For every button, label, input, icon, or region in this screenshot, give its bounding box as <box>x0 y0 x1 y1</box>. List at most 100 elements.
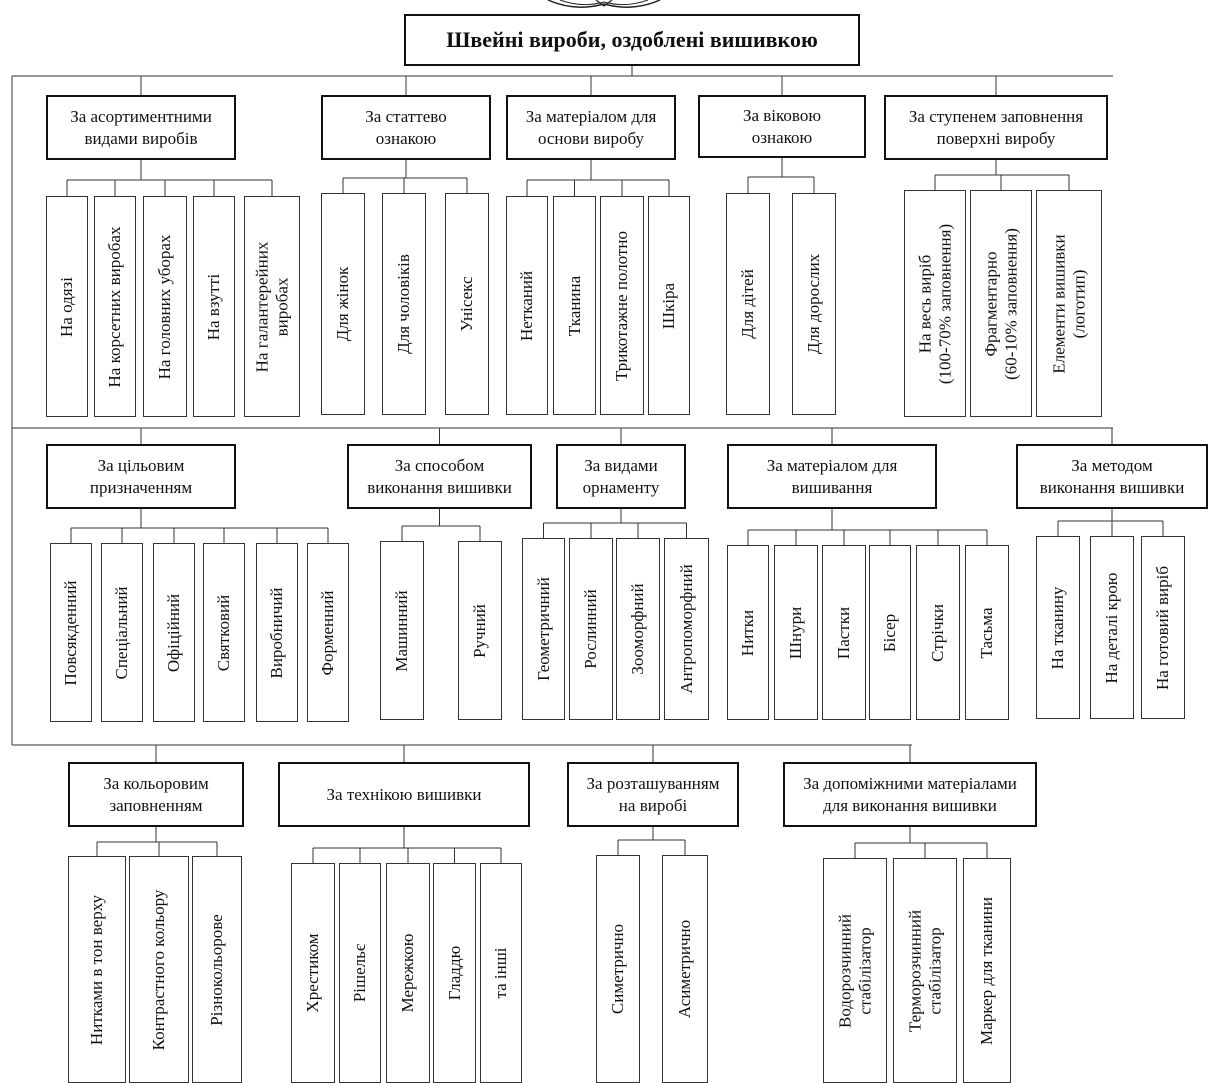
leaf-label: Тасьма <box>977 607 997 658</box>
leaf-box: Унісекс <box>445 193 489 415</box>
leaf-label-line: Бісер <box>880 613 900 652</box>
leaf-box: Для дорослих <box>792 193 836 415</box>
leaf-label-line: Повсякденний <box>61 580 81 685</box>
leaf-box: Нитки <box>727 545 769 720</box>
leaf-box: Фрагментарно(60-10% заповнення) <box>970 190 1032 417</box>
leaf-box: На тканину <box>1036 536 1080 719</box>
leaf-label-line: Асиметрично <box>675 919 695 1019</box>
leaf-label: Повсякденний <box>61 580 81 685</box>
leaf-box: Бісер <box>869 545 911 720</box>
leaf-box: Нетканий <box>506 196 548 415</box>
category-title-line: ознакою <box>751 127 813 147</box>
leaf-label-line: стабілізатор <box>925 926 944 1015</box>
leaf-label: Трикотажне полотно <box>612 231 632 381</box>
leaf-label: Контрастного кольору <box>149 889 169 1050</box>
leaf-label: Нитками в тон верху <box>87 894 107 1044</box>
leaf-box: Для жінок <box>321 193 365 415</box>
leaf-label-line: Хрестиком <box>303 933 323 1013</box>
category-title-line: виконання вишивки <box>1039 477 1185 497</box>
leaf-label: Спеціальний <box>112 586 132 679</box>
leaf-label-line: Нетканий <box>517 270 537 341</box>
leaf-label: Маркер для тканини <box>977 897 997 1045</box>
leaf-label-line: стабілізатор <box>855 926 874 1015</box>
leaf-box: Трикотажне полотно <box>600 196 644 415</box>
category-title-line: поверхні виробу <box>936 128 1056 148</box>
category-title-line: За методом <box>1071 456 1153 476</box>
leaf-box: Тканина <box>553 196 596 415</box>
leaf-label-line: Для дітей <box>738 269 758 339</box>
leaf-label: Для дорослих <box>804 254 824 354</box>
category-title: За технікою вишивки <box>327 784 482 805</box>
leaf-label-line: Елементи вишивки <box>1049 233 1069 374</box>
leaf-box: На одязі <box>46 196 88 417</box>
category-title-line: За матеріалом для <box>525 107 657 127</box>
leaf-box: Тасьма <box>965 545 1009 720</box>
leaf-label-line: Святковий <box>214 594 234 671</box>
leaf-label-line: Фрагментарно <box>981 251 1001 356</box>
ornament-icon <box>547 0 661 8</box>
leaf-label: та інші <box>491 947 511 998</box>
leaf-box: Пастки <box>822 545 866 720</box>
leaf-label-line: Маркер для тканини <box>977 896 997 1045</box>
leaf-box: Різнокольорове <box>192 856 242 1083</box>
leaf-label-line: Рослинний <box>581 589 601 669</box>
category-title-line: основи виробу <box>537 128 645 148</box>
leaf-box: Геометричний <box>522 538 565 720</box>
leaf-label-line: Для дорослих <box>804 253 824 355</box>
leaf-label-line: Гладдю <box>444 945 464 1001</box>
leaf-label-line: Тасьма <box>977 607 997 658</box>
category-title-line: для виконання вишивки <box>823 795 997 815</box>
leaf-box: Форменний <box>307 543 349 722</box>
leaf-label: Рослинний <box>581 589 601 668</box>
leaf-label-line: Для жінок <box>333 266 353 342</box>
leaf-label-line: (логотип) <box>1069 269 1088 338</box>
leaf-label-line: Зооморфний <box>628 583 648 675</box>
category-title-line: За кольоровим <box>103 774 209 794</box>
leaf-box: Спеціальний <box>101 543 143 722</box>
leaf-label: Унісекс <box>457 276 477 331</box>
leaf-label-line: На галантерейних <box>252 241 272 372</box>
leaf-label-line: Різнокольорове <box>207 913 227 1026</box>
leaf-label-line: На готовий виріб <box>1153 565 1173 690</box>
root-title-box: Швейні вироби, оздоблені вишивкою <box>404 14 860 66</box>
leaf-label: Шнури <box>786 606 806 658</box>
category-title-line: орнаменту <box>582 477 660 497</box>
leaf-label-line: Спеціальний <box>112 585 132 680</box>
category-title-line: За ступенем заповнення <box>908 107 1084 127</box>
leaf-label-line: На одязі <box>57 276 77 337</box>
leaf-label: Стрічки <box>928 604 948 662</box>
leaf-label-line: На деталі крою <box>1102 571 1122 684</box>
leaf-label: На головних уборах <box>155 234 175 379</box>
leaf-box: Симетрично <box>596 855 640 1083</box>
leaf-label-line: Тканина <box>564 275 584 336</box>
leaf-label-line: Контрастного кольору <box>149 889 169 1050</box>
leaf-label-line: Шнури <box>786 606 806 659</box>
leaf-box: Шнури <box>774 545 818 720</box>
leaf-box: Маркер для тканини <box>963 858 1011 1083</box>
leaf-box: та інші <box>480 863 522 1083</box>
category-title-line: За допоміжними матеріалами <box>803 774 1017 794</box>
leaf-box: Машинний <box>380 541 424 720</box>
leaf-label-line: (100-70% заповнення) <box>935 223 954 384</box>
leaf-label: На взутті <box>204 273 224 340</box>
leaf-label-line: Стрічки <box>928 603 948 662</box>
category-title-line: призначенням <box>89 477 193 497</box>
leaf-label-line: Нитки <box>738 609 758 656</box>
leaf-box: Хрестиком <box>291 863 335 1083</box>
leaf-label-line: Рішельє <box>350 943 370 1003</box>
